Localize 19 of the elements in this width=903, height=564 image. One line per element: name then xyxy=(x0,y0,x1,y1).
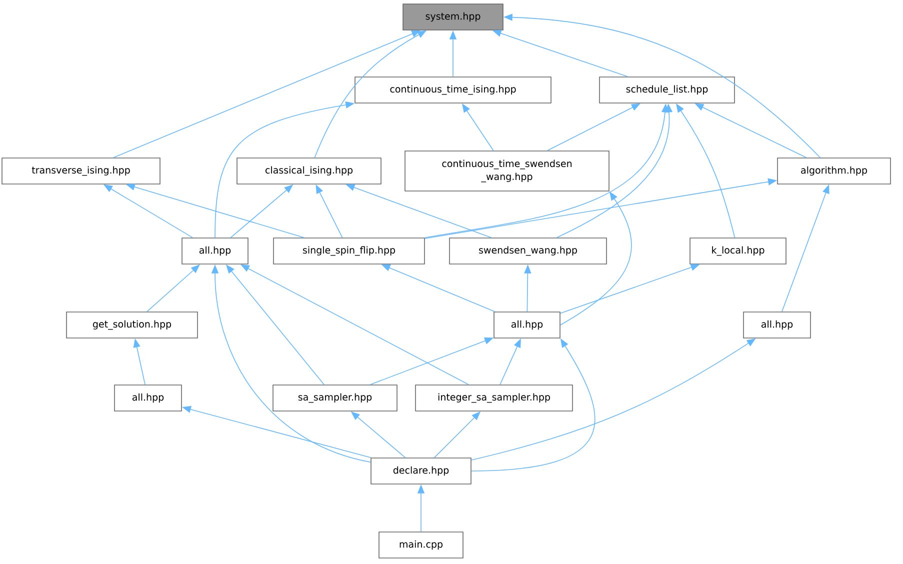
file-box: integer_sa_sampler.hpp xyxy=(415,384,573,412)
file-box: k_local.hpp xyxy=(690,238,786,264)
file-box: schedule_list.hpp xyxy=(599,76,735,104)
file-box: transverse_ising.hpp xyxy=(2,158,160,184)
file-box: all.hpp xyxy=(182,238,248,264)
file-box: get_solution.hpp xyxy=(66,312,198,338)
file-box: all.hpp xyxy=(114,384,182,412)
file-box: sa_sampler.hpp xyxy=(272,384,398,412)
file-box: swendsen_wang.hpp xyxy=(449,238,607,264)
file-box: all.hpp xyxy=(743,312,811,338)
file-box: continuous_time_ising.hpp xyxy=(354,76,552,104)
file-box: declare.hpp xyxy=(370,458,472,484)
file-box: classical_ising.hpp xyxy=(236,158,382,184)
file-box: all.hpp xyxy=(494,312,560,338)
file-box: algorithm.hpp xyxy=(777,158,891,184)
file-box: single_spin_flip.hpp xyxy=(273,238,425,264)
file-box: continuous_time_swendsen _wang.hpp xyxy=(404,150,610,192)
file-box: main.cpp xyxy=(378,532,464,558)
highlighted-file-box: system.hpp xyxy=(402,4,504,30)
